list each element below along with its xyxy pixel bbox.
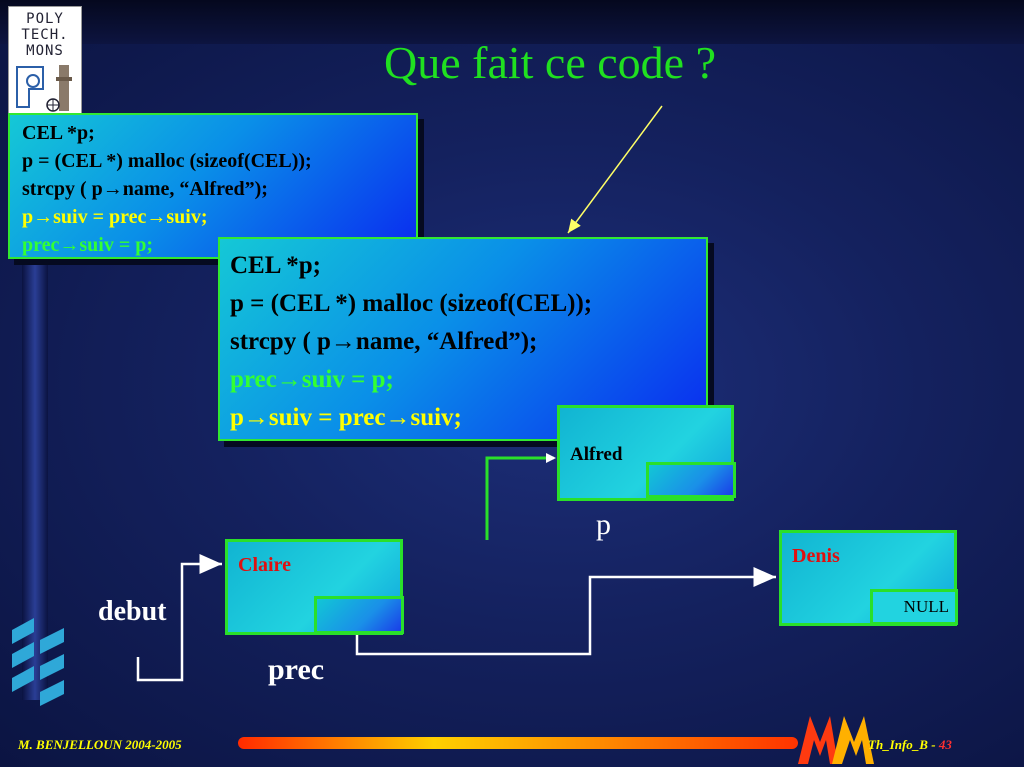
node-alfred: Alfred xyxy=(557,405,736,501)
logo-line-1: POLY xyxy=(26,11,64,27)
label-debut: debut xyxy=(98,596,167,627)
node-claire: Claire xyxy=(225,539,404,635)
footer-mm-logo-icon xyxy=(798,716,874,764)
top-band xyxy=(0,0,1024,44)
footer-course: Th_Info_B xyxy=(868,737,928,752)
node-alfred-name: Alfred xyxy=(570,444,623,465)
logo-emblem-icon xyxy=(16,65,72,112)
code-line: CEL *p; xyxy=(22,122,95,144)
code-line: strcpy ( p→name, “Alfred”); xyxy=(230,328,538,355)
p-to-alfred-line xyxy=(485,456,554,540)
claire-to-denis-arrow xyxy=(355,567,776,656)
slide-title: Que fait ce code ? xyxy=(383,37,717,88)
code-line: strcpy ( p→name, “Alfred”); xyxy=(22,178,268,200)
code-line: p = (CEL *) malloc (sizeof(CEL)); xyxy=(230,290,593,317)
node-claire-next-pointer xyxy=(314,596,404,634)
debut-to-claire-arrow xyxy=(136,554,222,682)
footer-bar xyxy=(238,737,798,749)
node-denis: Denis NULL xyxy=(779,530,958,626)
title-pointer-arrow xyxy=(567,105,663,234)
code-line: p→suiv = prec→suiv; xyxy=(230,404,462,431)
p-to-alfred-arrowhead xyxy=(546,453,556,463)
code-line: p→suiv = prec→suiv; xyxy=(22,206,208,228)
polytech-mons-logo: POLY TECH. MONS xyxy=(8,6,82,116)
code-box-original-lines: CEL *p; p = (CEL *) malloc (sizeof(CEL));… xyxy=(22,119,416,259)
footer-page-number: 43 xyxy=(938,737,952,752)
code-box-modified-lines: CEL *p; p = (CEL *) malloc (sizeof(CEL));… xyxy=(230,247,706,437)
footer-page-info: Th_Info_B - 43 xyxy=(868,737,952,753)
label-prec: prec xyxy=(268,653,325,686)
node-claire-name: Claire xyxy=(238,554,291,576)
node-denis-next-pointer: NULL xyxy=(870,589,958,625)
label-p: p xyxy=(596,508,611,541)
code-line: prec→suiv = p; xyxy=(22,234,154,256)
code-box-original: CEL *p; p = (CEL *) malloc (sizeof(CEL));… xyxy=(8,113,418,259)
footer-author: M. BENJELLOUN 2004-2005 xyxy=(18,737,182,752)
node-denis-null: NULL xyxy=(903,597,949,616)
code-line: p = (CEL *) malloc (sizeof(CEL)); xyxy=(22,150,312,172)
code-line: CEL *p; xyxy=(230,252,322,279)
decorative-zigzag-icon xyxy=(12,618,64,706)
logo-line-2: TECH. xyxy=(21,27,69,43)
code-line: prec→suiv = p; xyxy=(230,366,394,393)
logo-line-3: MONS xyxy=(26,43,64,59)
node-denis-name: Denis xyxy=(792,545,840,567)
node-alfred-next-pointer xyxy=(646,462,736,498)
footer-separator: - xyxy=(927,737,939,752)
